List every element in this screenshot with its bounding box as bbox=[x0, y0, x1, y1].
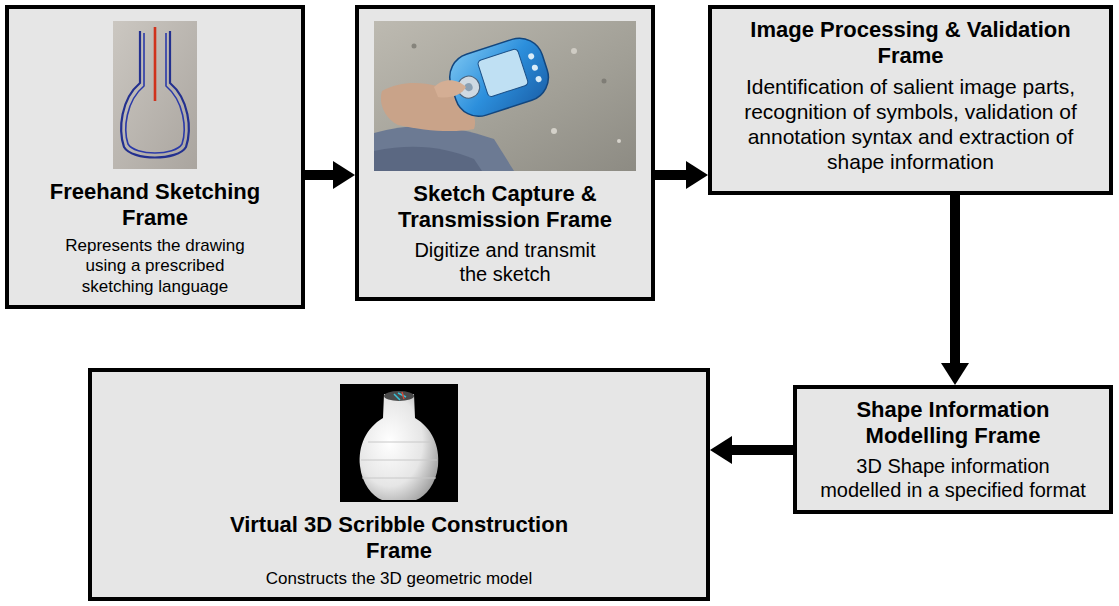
illustration-part bbox=[617, 139, 621, 143]
box-title: Image Processing & Validation Frame bbox=[731, 17, 1091, 70]
process-box: Freehand Sketching FrameRepresents the d… bbox=[5, 5, 305, 309]
illustration-part bbox=[531, 64, 539, 72]
flow-arrow bbox=[941, 195, 969, 385]
illustration-part bbox=[340, 384, 458, 502]
arrow-shaft bbox=[655, 170, 688, 180]
box-title: Virtual 3D Scribble Construction Frame bbox=[199, 512, 599, 565]
3d-model-render bbox=[340, 384, 458, 502]
box-title: Freehand Sketching Frame bbox=[40, 179, 270, 232]
process-box: Shape Information Modelling Frame3D Shap… bbox=[793, 385, 1113, 514]
illustration-part bbox=[402, 392, 404, 399]
illustration-part bbox=[551, 128, 557, 134]
phone-photo bbox=[374, 21, 636, 171]
box-title: Sketch Capture & Transmission Frame bbox=[390, 181, 620, 234]
arrow-shaft bbox=[305, 170, 335, 180]
arrow-shaft bbox=[730, 445, 793, 455]
box-title: Shape Information Modelling Frame bbox=[809, 397, 1097, 450]
flow-arrow bbox=[655, 161, 708, 189]
illustration-part bbox=[527, 53, 535, 61]
arrow-head bbox=[686, 161, 708, 189]
illustration-part bbox=[434, 80, 466, 97]
illustration-part bbox=[477, 48, 529, 97]
box-description: Digitize and transmit the sketch bbox=[400, 238, 610, 286]
illustration-part bbox=[361, 442, 437, 478]
box-description: 3D Shape information modelled in a speci… bbox=[818, 454, 1088, 502]
illustration-part bbox=[374, 147, 482, 171]
box-description: Constructs the 3D geometric model bbox=[199, 569, 599, 589]
flow-arrow bbox=[305, 161, 355, 189]
illustration-part bbox=[444, 32, 555, 123]
sketch-photo bbox=[113, 21, 197, 169]
process-box: Image Processing & Validation FrameIdent… bbox=[708, 5, 1113, 195]
arrow-head bbox=[333, 161, 355, 189]
box-description: Identification of salient image parts, r… bbox=[736, 74, 1086, 175]
arrow-head bbox=[941, 363, 969, 385]
illustration-part bbox=[374, 126, 514, 171]
flow-arrow bbox=[710, 436, 793, 464]
illustration-part bbox=[113, 21, 197, 169]
illustration-part bbox=[571, 48, 577, 54]
process-box: Sketch Capture & Transmission FrameDigit… bbox=[355, 5, 655, 301]
arrow-head bbox=[710, 436, 732, 464]
process-box: Virtual 3D Scribble Construction FrameCo… bbox=[88, 368, 710, 601]
illustration-part bbox=[374, 21, 636, 171]
illustration-part bbox=[394, 393, 406, 400]
illustration-part bbox=[384, 391, 414, 401]
box-description: Represents the drawing using a prescribe… bbox=[48, 236, 263, 297]
illustration-part bbox=[360, 394, 439, 500]
illustration-part bbox=[535, 75, 543, 83]
arrow-shaft bbox=[950, 195, 960, 365]
illustration-part bbox=[602, 79, 607, 84]
illustration-part bbox=[444, 32, 555, 123]
illustration-part bbox=[412, 44, 417, 49]
illustration-part bbox=[154, 27, 157, 101]
